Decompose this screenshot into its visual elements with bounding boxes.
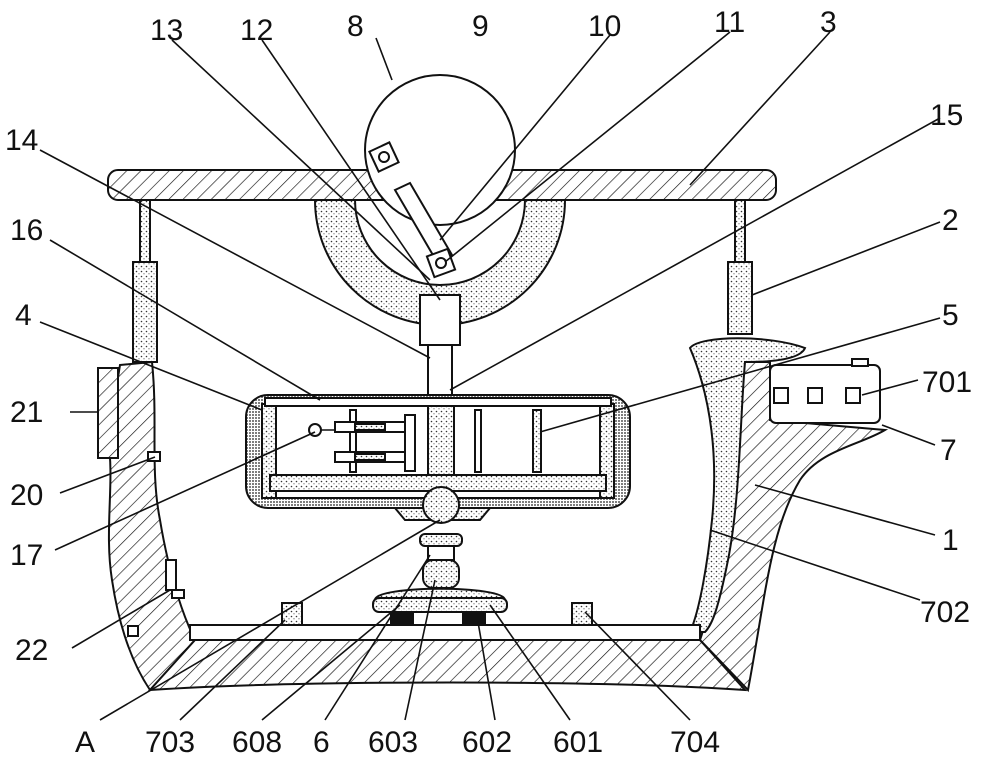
label-608: 608 — [232, 726, 282, 759]
crank-arm — [393, 181, 454, 264]
label-8: 8 — [347, 10, 364, 43]
arc-guide — [313, 199, 567, 326]
control-box — [769, 358, 881, 424]
label-3: 3 — [820, 6, 837, 39]
label-701: 701 — [922, 366, 972, 399]
left-telescopic-rod — [132, 199, 158, 363]
housing-body — [106, 360, 889, 693]
bottom-plate — [189, 624, 701, 641]
label-7: 7 — [940, 434, 957, 467]
block-703 — [281, 602, 303, 626]
label-15: 15 — [930, 99, 963, 132]
rotating-base — [372, 533, 508, 625]
label-13: 13 — [150, 14, 183, 47]
side-plate-21 — [97, 367, 119, 459]
right-telescopic-rod — [727, 199, 753, 335]
label-11: 11 — [714, 6, 745, 39]
label-704: 704 — [670, 726, 720, 759]
label-702: 702 — [920, 596, 970, 629]
label-21: 21 — [10, 396, 43, 429]
leader-lines — [39, 31, 941, 721]
latch-22 — [127, 559, 185, 637]
screw-20 — [147, 451, 161, 462]
label-14: 14 — [5, 124, 38, 157]
slider-block — [419, 294, 461, 346]
label-601: 601 — [553, 726, 603, 759]
liner-702 — [688, 337, 807, 633]
rod-15 — [427, 344, 453, 396]
label-1: 1 — [942, 524, 959, 557]
label-A: A — [75, 726, 95, 759]
label-4: 4 — [15, 299, 32, 332]
label-5: 5 — [942, 299, 959, 332]
label-2: 2 — [942, 204, 959, 237]
label-602: 602 — [462, 726, 512, 759]
label-6: 6 — [313, 726, 330, 759]
label-10: 10 — [588, 10, 621, 43]
label-603: 603 — [368, 726, 418, 759]
magnet-602-left — [390, 612, 414, 625]
label-9: 9 — [472, 10, 489, 43]
magnet-602-right — [462, 612, 486, 625]
label-12: 12 — [240, 14, 273, 47]
block-704 — [571, 602, 593, 626]
callout-labels: 13 12 8 9 10 11 3 14 15 16 2 4 5 701 21 … — [5, 6, 972, 759]
label-17: 17 — [10, 539, 43, 572]
label-20: 20 — [10, 479, 43, 512]
drum-holder — [245, 394, 631, 524]
label-22: 22 — [15, 634, 48, 667]
label-16: 16 — [10, 214, 43, 247]
label-703: 703 — [145, 726, 195, 759]
